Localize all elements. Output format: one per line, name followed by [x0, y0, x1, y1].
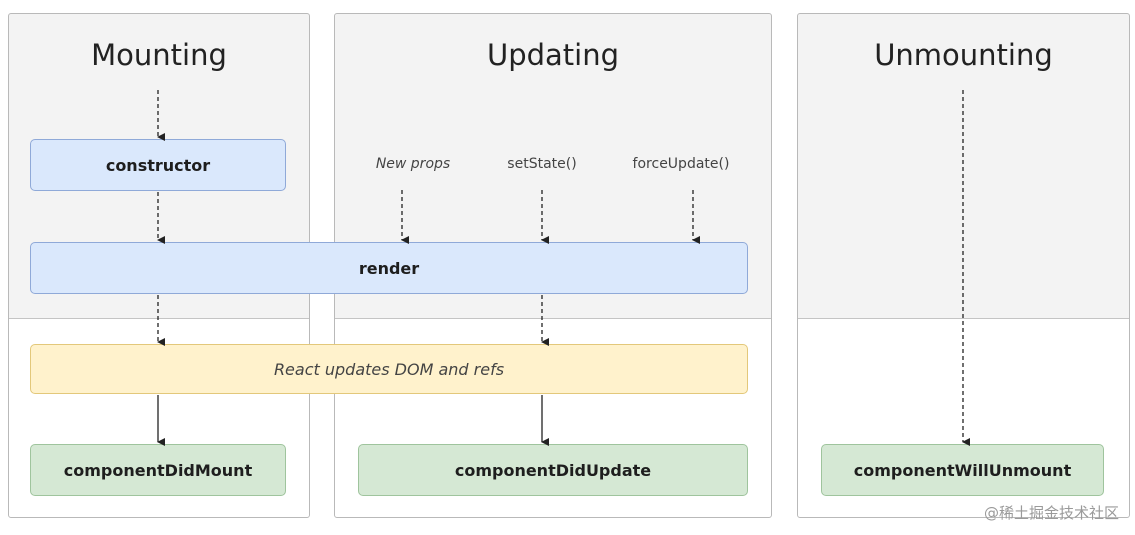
component-did-update-box: componentDidUpdate — [358, 444, 748, 496]
phase-divider — [9, 318, 309, 319]
react-updates-dom-box: React updates DOM and refs — [30, 344, 748, 394]
updating-title: Updating — [486, 38, 620, 72]
render-box: render — [30, 242, 748, 294]
component-will-unmount-box: componentWillUnmount — [821, 444, 1104, 496]
phase-divider — [335, 318, 771, 319]
force-update-label: forceUpdate() — [632, 156, 730, 172]
set-state-label: setState() — [507, 156, 577, 172]
unmounting-column: Unmounting — [797, 13, 1130, 518]
new-props-label: New props — [375, 156, 451, 172]
mounting-title: Mounting — [91, 38, 227, 72]
phase-divider — [798, 318, 1129, 319]
constructor-box: constructor — [30, 139, 286, 191]
watermark: @稀土掘金技术社区 — [983, 504, 1119, 522]
component-did-mount-box: componentDidMount — [30, 444, 286, 496]
unmounting-title: Unmounting — [874, 38, 1053, 72]
